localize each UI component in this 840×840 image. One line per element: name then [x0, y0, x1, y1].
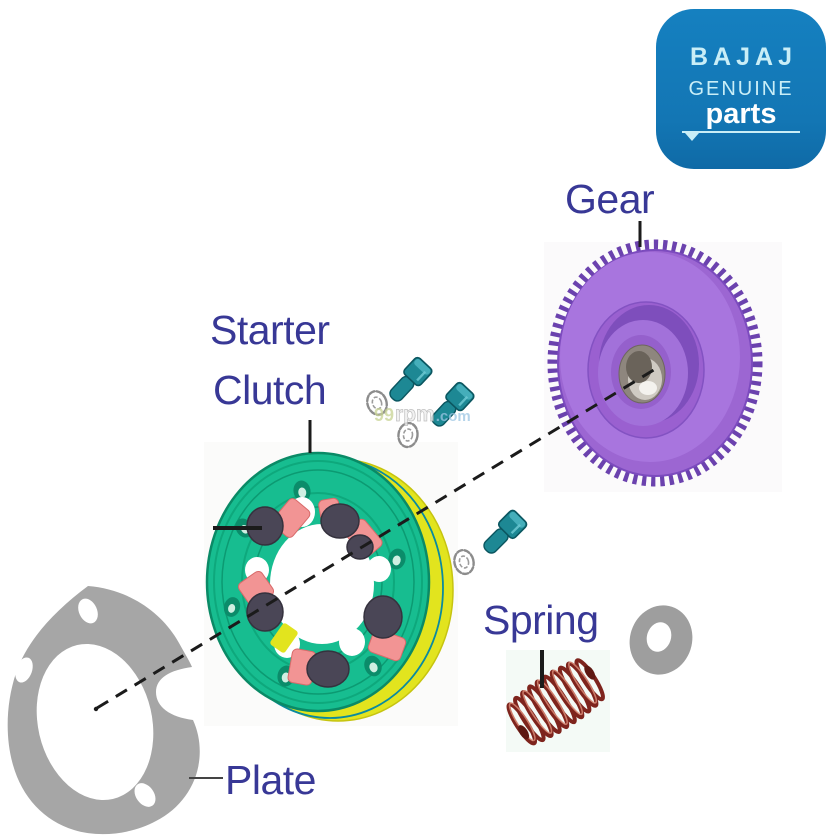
center-lobe: [339, 628, 365, 656]
gear-part: [547, 239, 763, 487]
roller: [363, 595, 403, 639]
watermark-mid: rpm: [395, 403, 435, 426]
spring-coil-highlight: [568, 661, 598, 704]
watermark-tld: .com: [436, 408, 471, 425]
bajaj-genuine-parts-logo: BAJAJ GENUINE parts: [656, 9, 826, 169]
center-lobe: [367, 556, 391, 582]
thrust-washer: [629, 605, 693, 675]
spring-part: [506, 658, 605, 746]
spring-end: [584, 665, 596, 680]
gear-teeth: [547, 239, 763, 487]
gear-label: Gear: [565, 176, 654, 222]
logo-parts-text: parts: [705, 98, 777, 130]
clutch-yellow-wedge: [270, 623, 298, 653]
logo-arrow-icon: [685, 133, 699, 141]
roller: [306, 650, 350, 688]
logo-underline: [682, 131, 800, 141]
gear-bore-dark: [626, 351, 652, 383]
clutch-rollers: [246, 503, 403, 688]
rim-hole-center: [228, 604, 236, 613]
plate-bolt-hole: [134, 783, 156, 807]
rim-hole-center: [392, 555, 401, 566]
spring-coil-highlight: [551, 669, 584, 716]
bolt-screw: [477, 507, 530, 560]
thrust-washer-hole: [646, 622, 672, 652]
clutch-face-ridge: [221, 469, 415, 695]
clutch-face-ridge: [213, 460, 423, 704]
rim-hole-center: [369, 662, 378, 673]
plate-label: Plate: [225, 757, 316, 803]
plate-part: [7, 586, 200, 835]
logo-genuine-text: GENUINE: [688, 78, 794, 100]
assembly-axis: [93, 366, 658, 712]
spring-coil-highlight: [508, 702, 536, 742]
starter-clutch-part: [205, 451, 454, 722]
watermark-text: 99rpm.com: [374, 403, 471, 426]
spring-coil-highlight: [522, 690, 553, 734]
starter-clutch-label-line2: Clutch: [213, 367, 326, 413]
spring-coil-highlight: [536, 679, 568, 725]
logo-brand-text: BAJAJ: [690, 43, 797, 71]
gear-bore-glint: [639, 381, 657, 395]
spring-label: Spring: [483, 597, 599, 643]
starter-clutch-label-line1: Starter: [210, 307, 330, 353]
leader-lines: [189, 221, 642, 779]
rim-hole-center: [298, 487, 307, 498]
rim-hole-center: [281, 672, 290, 683]
spring-end: [518, 725, 530, 740]
plate-bolt-hole: [15, 657, 33, 683]
dashed-line-end-dot: [93, 706, 99, 712]
watermark-num: 99: [374, 405, 394, 425]
plate-center-hole: [36, 643, 154, 801]
roller: [246, 592, 284, 632]
roller: [320, 503, 360, 539]
spring-coil-highlights: [508, 661, 598, 742]
plate-bolt-hole: [78, 598, 98, 624]
bolt-screw: [383, 354, 435, 408]
